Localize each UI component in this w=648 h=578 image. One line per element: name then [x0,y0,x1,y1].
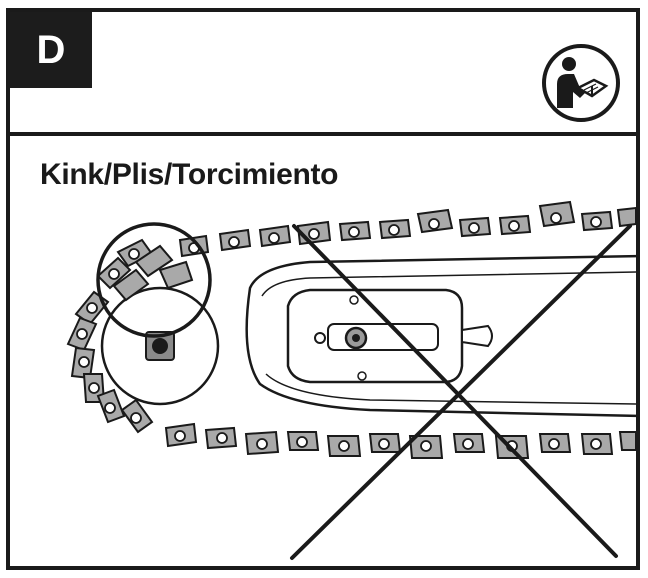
tensioner [461,324,493,348]
read-manual-icon [542,44,620,122]
bar-rivet-top [349,295,359,305]
bar-slot [327,323,439,351]
bar-rivet-bottom [357,371,367,381]
panel-label-badge: D [10,12,92,88]
kink-highlight-circle [96,222,212,338]
guide-bar-groove [261,271,636,297]
chainsaw-bar-illustration [66,200,636,560]
panel-title: Kink/Plis/Torcimiento [40,158,339,191]
kinked-links [112,244,194,302]
panel-header: D [10,12,636,136]
oil-hole [314,332,326,344]
prohibition-cross [290,224,632,560]
